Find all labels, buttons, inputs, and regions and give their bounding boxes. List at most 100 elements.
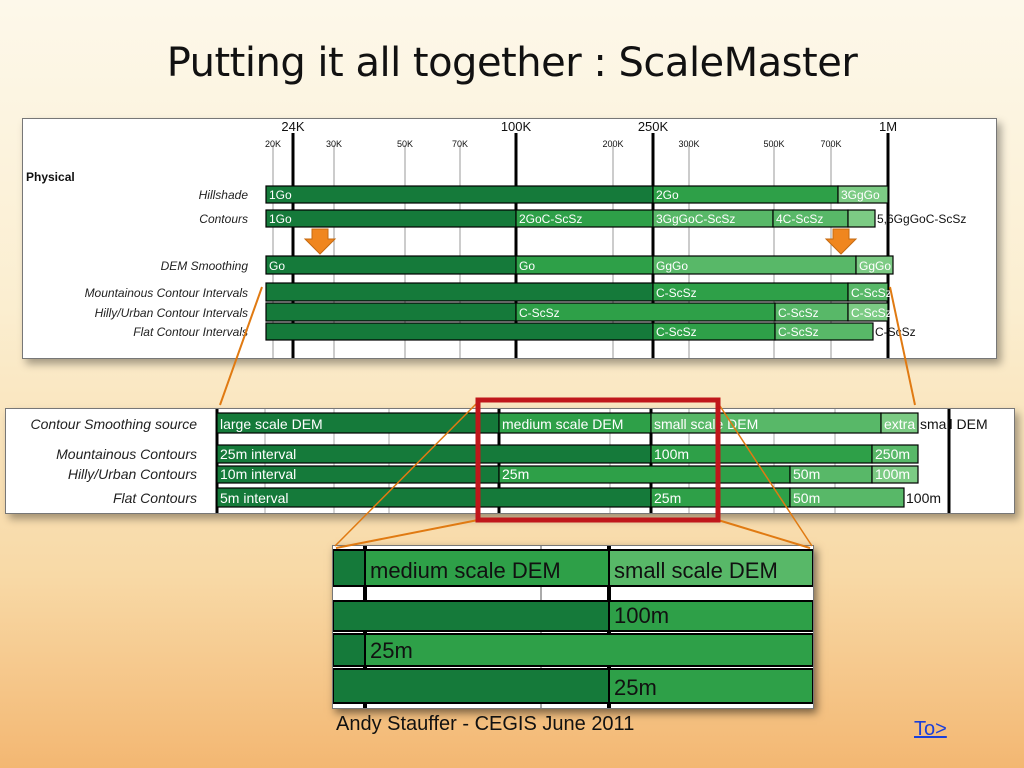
scale-bar [847,282,889,302]
bar-label: medium scale DEM [370,558,561,583]
minor-tick-label: 30K [326,139,342,149]
bar-label: 100m [614,603,669,628]
bar-label: 4C-ScSz [776,212,823,226]
minor-tick-label: 200K [602,139,623,149]
down-arrow-icon [303,228,337,255]
zoom-row: 100m [333,600,813,632]
scale-bar [608,600,813,632]
row-label: Mountainous Contours [56,446,197,462]
top-row: Flat Contour Intervals C-ScSz C-ScSz C-ScSz [133,322,916,341]
bar-label: extra [884,416,915,432]
scale-bar [333,633,366,667]
scale-bar [265,302,517,322]
trailing-label: 5,6GgGoC-ScSz [877,212,966,226]
minor-tick-label: 500K [763,139,784,149]
callout-line [717,519,811,549]
bar-label: 100m [654,446,689,462]
major-tick-label: 24K [281,119,304,134]
bar-label: 25m [502,466,529,482]
scale-bar [265,282,654,302]
minor-tick-label: 50K [397,139,413,149]
bar-label: 2Go [656,188,679,202]
bar-label: Go [269,259,285,273]
bar-label: 50m [793,466,820,482]
scale-bar [498,465,791,484]
scale-bar [608,668,813,704]
zoom-row: 25m [333,633,813,667]
scale-bar [333,549,366,587]
trailing-label: C-ScSz [875,325,916,339]
scale-bar [265,322,654,341]
bar-label: C-ScSz [778,306,819,320]
callout-line [335,519,479,549]
scale-bar [652,185,839,204]
top-row: Contours 1Go 2GoC-ScSz 3GgGoC-ScSz 4C-ScSz 5,… [199,209,966,228]
bar-label: 25m [370,638,413,663]
scale-bar [847,209,876,228]
bar-label: C-ScSz [778,325,819,339]
bar-label: C-ScSz [656,286,697,300]
scale-bar [515,255,654,275]
next-link[interactable]: To> [914,718,947,740]
bar-label: small scale DEM [654,416,758,432]
zoom-row: 25m [333,668,813,704]
bar-label: C-ScSz [519,306,560,320]
top-row: DEM Smoothing Go Go GgGo GgGo [161,255,894,275]
middle-row: Mountainous Contours 25m interval 100m 250m [56,444,919,464]
scale-bar [608,549,813,587]
row-label: Flat Contour Intervals [133,325,248,339]
row-label: DEM Smoothing [161,259,249,273]
scale-bar [364,633,813,667]
scale-bar [847,302,889,322]
scale-bar [265,185,654,204]
bar-label: large scale DEM [220,416,323,432]
trailing-label: small DEM [920,416,988,432]
minor-tick-label: 70K [452,139,468,149]
bar-label: C-ScSz [656,325,697,339]
bar-label: 1Go [269,212,292,226]
bar-label: 25m [614,675,657,700]
scale-bar [265,255,517,275]
major-tick-label: 1M [879,119,897,134]
bar-label: 1Go [269,188,292,202]
bar-label: 25m interval [220,446,296,462]
scale-bar [880,412,919,434]
bar-label: 5m interval [220,490,288,506]
scale-bar [837,185,889,204]
middle-row: Hilly/Urban Contours 10m interval 25m 50m 10… [68,465,919,484]
bar-label: C-ScSz [851,286,892,300]
row-label: Contours [199,212,248,226]
bar-label: 100m [875,466,910,482]
bar-label: 250m [875,446,910,462]
scale-bar [333,668,610,704]
bar-label: 3GgGo [841,188,880,202]
bar-label: GgGo [859,259,891,273]
bar-label: GgGo [656,259,688,273]
slide-title: Putting it all together : ScaleMaster [166,40,858,86]
scale-bar [265,209,517,228]
minor-tick-label: 20K [265,139,281,149]
row-label: Flat Contours [113,490,197,506]
minor-tick-label: 700K [820,139,841,149]
bar-label: Go [519,259,535,273]
bar-label: 3GgGoC-ScSz [656,212,735,226]
bar-label: 10m interval [220,466,296,482]
bar-label: 2GoC-ScSz [519,212,582,226]
scale-bar [871,444,919,464]
down-arrow-icon [824,228,858,255]
bar-label: medium scale DEM [502,416,623,432]
trailing-label: 100m [906,490,941,506]
row-label: Mountainous Contour Intervals [85,286,248,300]
slide-footer: Andy Stauffer - CEGIS June 2011 [336,713,635,735]
row-label: Hilly/Urban Contours [68,466,197,482]
